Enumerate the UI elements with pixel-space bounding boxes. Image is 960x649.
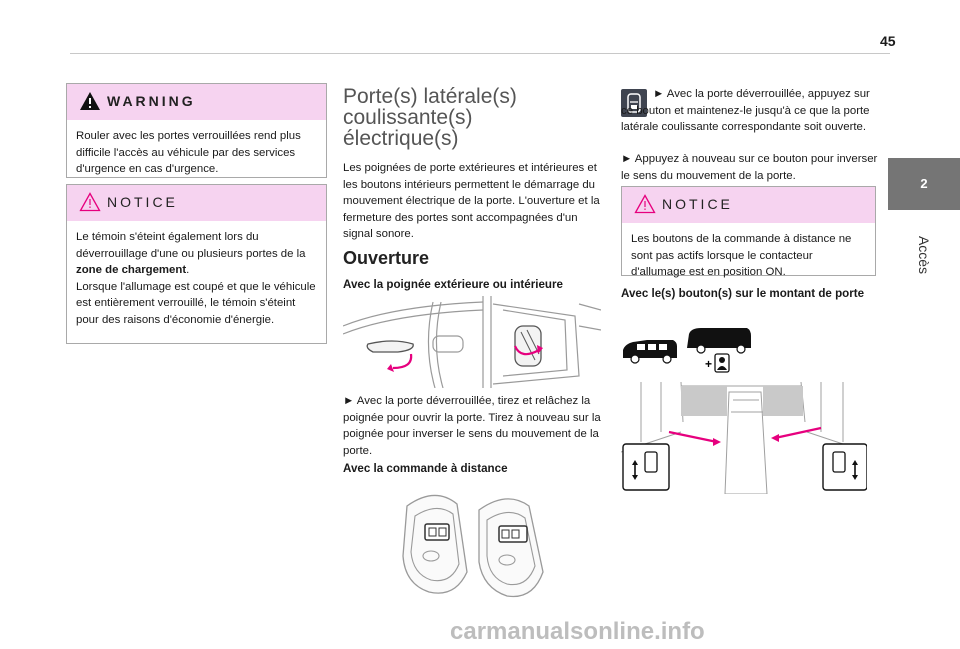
door-pillar-buttons-illustration <box>621 382 867 494</box>
remote-key-illustration <box>402 494 544 598</box>
svg-text:+: + <box>705 357 712 371</box>
button-instruction-2: ► Appuyez à nouveau sur ce bouton pour i… <box>621 153 878 182</box>
notice-text-1-bold: zone de chargement <box>76 264 187 276</box>
section-heading: Porte(s) latérale(s) coulissante(s) élec… <box>343 85 517 150</box>
warning-icon <box>80 92 100 110</box>
notice-header-2: NOTICE <box>622 187 875 223</box>
warning-header: WARNING <box>67 84 326 120</box>
vehicle-variants-icon: + <box>623 328 751 373</box>
button-instruction-1: ► Avec la porte déverrouillée, appuyez s… <box>621 88 870 133</box>
door-handle-illustration <box>343 296 601 388</box>
notice-title-2: NOTICE <box>662 196 733 212</box>
sliding-door-button-icon <box>621 89 647 117</box>
chapter-label: Accès <box>888 210 960 300</box>
intro-paragraph: Les poignées de porte extérieures et int… <box>343 162 600 240</box>
warning-text: Rouler avec les portes verrouillées rend… <box>76 130 301 175</box>
watermark: carmanualsonline.info <box>450 618 705 645</box>
door-pillar-subheading: Avec le(s) bouton(s) sur le montant de p… <box>621 287 865 300</box>
remote-subheading: Avec la commande à distance <box>343 462 508 475</box>
notice-box-1: NOTICE Le témoin s'éteint également lors… <box>66 184 327 344</box>
notice-title-1: NOTICE <box>107 194 178 210</box>
notice-text-1b: . <box>186 264 190 276</box>
page-number: 45 <box>880 33 896 49</box>
notice-box-2: NOTICE Les boutons de la commande à dist… <box>621 186 876 278</box>
top-divider <box>70 53 890 54</box>
ouverture-heading: Ouverture <box>343 248 430 268</box>
exterior-handle-subheading: Avec la poignée extérieure ou intérieure <box>343 278 563 291</box>
chapter-tab[interactable]: 2 <box>888 158 960 210</box>
warning-box: WARNING Rouler avec les portes verrouill… <box>66 83 327 178</box>
notice-text-1a: Le témoin s'éteint également lors du dév… <box>76 231 306 260</box>
notice-text-1c: Lorsque l'allumage est coupé et que le v… <box>76 280 316 326</box>
handle-instruction: ► Avec la porte déverrouillée, tirez et … <box>343 395 601 457</box>
notice-icon <box>79 192 101 212</box>
notice-text-2: Les boutons de la commande à distance ne… <box>631 233 852 278</box>
chapter-label-text: Accès <box>916 235 932 275</box>
warning-title: WARNING <box>107 93 196 109</box>
notice-icon <box>634 194 656 214</box>
notice-header-1: NOTICE <box>67 185 326 221</box>
notice-text-1: Le témoin s'éteint également lors du dév… <box>67 221 326 336</box>
